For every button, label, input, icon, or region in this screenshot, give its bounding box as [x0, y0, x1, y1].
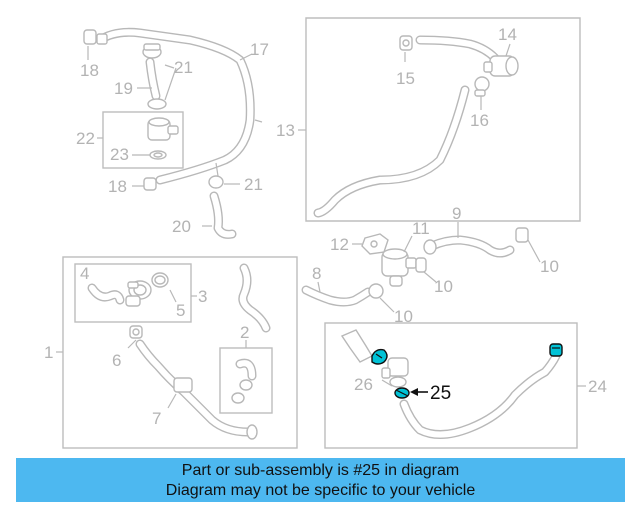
callout-10-right: 10	[540, 257, 559, 276]
assembly-13	[298, 17, 581, 222]
callout-labels: 18 17 21 19 22 23 18 21 20 13 14 15 16 9…	[44, 25, 607, 428]
callout-18-b: 18	[108, 177, 127, 196]
clamp-21-top	[142, 43, 162, 59]
clamp-right-highlighted	[549, 343, 563, 357]
callout-25-highlighted: 25	[430, 383, 451, 404]
callout-20: 20	[172, 217, 191, 236]
callout-22: 22	[76, 129, 95, 148]
callout-5: 5	[176, 301, 185, 320]
callout-23: 23	[110, 145, 129, 164]
callout-12: 12	[330, 235, 349, 254]
callout-10-low: 10	[394, 307, 413, 326]
part-2	[231, 358, 257, 404]
callout-11: 11	[412, 219, 430, 238]
clamp-6	[129, 325, 143, 339]
callout-17: 17	[250, 40, 269, 59]
callout-16: 16	[470, 111, 489, 130]
callout-15: 15	[396, 69, 415, 88]
callout-7: 7	[152, 409, 161, 428]
callout-4: 4	[80, 264, 89, 283]
callout-2: 2	[240, 323, 249, 342]
callout-box-22	[102, 111, 184, 169]
fitting-24	[340, 329, 409, 388]
banner-line-2: Diagram may not be specific to your vehi…	[165, 482, 476, 499]
info-banner: Part or sub-assembly is #25 in diagram D…	[16, 458, 625, 502]
clamp-10-mid	[415, 257, 427, 273]
assembly-1	[56, 256, 298, 449]
callout-14: 14	[498, 25, 517, 44]
fitting-7	[173, 377, 258, 440]
clamp-16	[474, 76, 490, 97]
clamp-10-low	[368, 283, 384, 299]
callout-19: 19	[114, 79, 133, 98]
clamp-26-highlighted	[371, 348, 388, 365]
callout-9: 9	[452, 204, 461, 223]
callout-arrow-25	[410, 388, 428, 396]
valve-23	[147, 117, 179, 160]
clamp-25-highlighted	[394, 387, 410, 399]
bracket-12	[361, 233, 389, 255]
callout-box-3	[74, 263, 192, 323]
callout-18: 18	[80, 61, 99, 80]
oring-5	[151, 272, 169, 288]
callout-21: 21	[174, 58, 193, 77]
callout-10-mid: 10	[434, 277, 453, 296]
top-left-assembly	[83, 27, 263, 239]
clamp-21-bottom	[208, 175, 224, 189]
callout-6: 6	[112, 351, 121, 370]
clamp-18-bottom	[143, 177, 157, 191]
callout-24: 24	[588, 377, 607, 396]
callout-3: 3	[198, 287, 207, 306]
callout-13: 13	[276, 121, 295, 140]
callout-1: 1	[44, 343, 53, 362]
middle-right-assembly	[301, 222, 541, 313]
banner-line-1: Part or sub-assembly is #25 in diagram	[181, 462, 460, 479]
clamp-15	[399, 35, 413, 51]
connector-14	[483, 55, 519, 77]
callout-8: 8	[312, 264, 321, 283]
callout-21-b: 21	[244, 175, 263, 194]
callout-26: 26	[354, 375, 373, 394]
fitting-3	[125, 280, 152, 307]
assembly-24	[324, 322, 586, 449]
clamp-18-top	[83, 29, 108, 45]
valve-11	[381, 248, 417, 287]
clamp-10-right	[515, 227, 529, 243]
